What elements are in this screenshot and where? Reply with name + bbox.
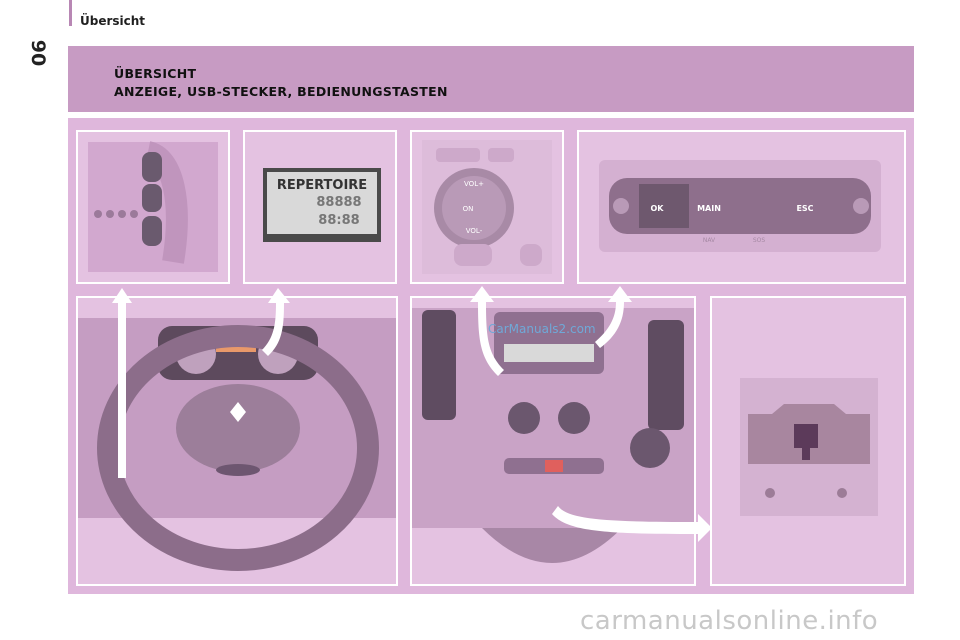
watermark-small: CarManuals2.com xyxy=(488,322,596,336)
steering-controls-illustration xyxy=(88,141,218,272)
page-number: 90 xyxy=(27,39,50,67)
header-band: ÜBERSICHT ANZEIGE, USB-STECKER, BEDIENUN… xyxy=(68,46,914,112)
watermark: carmanualsonline.info xyxy=(580,606,879,636)
radio-knob-box: VOL+ ON VOL- xyxy=(410,130,564,284)
steering-wheel-illustration xyxy=(78,318,396,571)
ok-button-label: OK xyxy=(651,204,665,213)
usb-illustration xyxy=(740,378,878,516)
header-title: ÜBERSICHT xyxy=(114,66,197,81)
esc-button-label: ESC xyxy=(796,204,813,213)
section-name: Übersicht xyxy=(80,14,146,28)
dashboard-illustration xyxy=(412,308,694,563)
sos-label: SOS xyxy=(753,237,766,244)
radio-knob-illustration: VOL+ ON VOL- xyxy=(422,140,552,274)
display-line1: REPERTOIRE xyxy=(277,178,367,193)
main-button-label: MAIN xyxy=(697,204,721,213)
dashboard-box xyxy=(410,296,696,586)
header-subtitle: ANZEIGE, USB-STECKER, BEDIENUNGSTASTEN xyxy=(114,84,448,99)
radio-buttons-box: OK MAIN ESC NAV SOS xyxy=(577,130,906,284)
display-illustration: REPERTOIRE 88888 88:88 xyxy=(263,168,381,242)
steering-controls-box xyxy=(76,130,230,284)
illustration-panel: REPERTOIRE 88888 88:88 VOL+ ON VOL- OK M… xyxy=(68,118,914,594)
display-box: REPERTOIRE 88888 88:88 xyxy=(243,130,397,284)
usb-box xyxy=(710,296,906,586)
knob-vol-up: VOL+ xyxy=(464,180,484,188)
nav-label: NAV xyxy=(703,237,716,244)
radio-buttons-illustration: OK MAIN ESC NAV SOS xyxy=(599,160,881,252)
steering-wheel-box xyxy=(76,296,398,586)
display-line2: 88888 xyxy=(316,195,361,210)
knob-on: ON xyxy=(463,205,474,213)
knob-vol-down: VOL- xyxy=(466,227,483,235)
display-line3: 88:88 xyxy=(318,213,359,228)
section-marker-bar xyxy=(69,0,72,26)
